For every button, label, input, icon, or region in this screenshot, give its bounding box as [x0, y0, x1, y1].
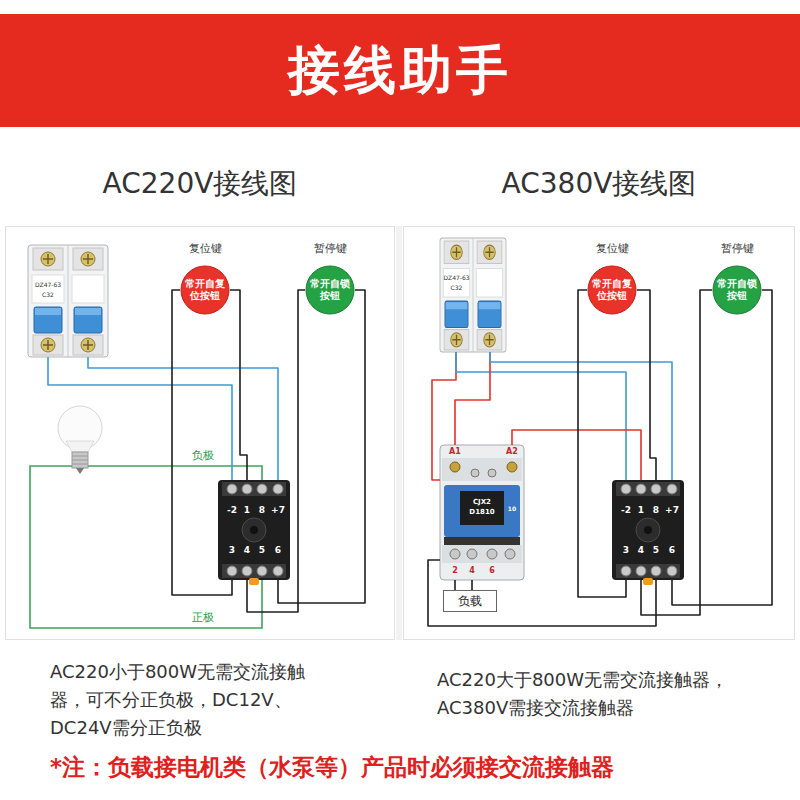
relay-socket: -218+7 3456: [612, 480, 684, 580]
lamp-wire: [30, 466, 262, 628]
pin-number: 3: [619, 544, 633, 557]
relay-socket: -218+7 3456: [218, 480, 290, 580]
terminal-label: 10: [506, 505, 518, 513]
wire: [432, 352, 456, 480]
terminal-label: 6: [486, 565, 498, 576]
warning-note: *注：负载接电机类（水泵等）产品时必须接交流接触器: [50, 752, 614, 782]
terminal-label: A2: [504, 446, 520, 457]
pin-number: 4: [634, 544, 648, 557]
wire: [641, 290, 712, 615]
button-text: 常开自锁按钮: [310, 278, 350, 302]
circuit-breaker: DZ47-63C32: [440, 238, 506, 352]
button-circle: [713, 266, 761, 314]
diagram-panel: AC220V接线图DZ47-63C32复位键常开自复位按钮暂停键常开自锁按钮-2…: [5, 226, 395, 640]
pin-number: 4: [240, 544, 254, 557]
wire: [230, 290, 247, 480]
button-circle: [181, 266, 229, 314]
button-text: 常开自锁按钮: [717, 278, 757, 302]
lamp-tip: [76, 468, 84, 474]
pin-number: 5: [255, 544, 269, 557]
model-text: C32: [32, 291, 64, 299]
pin-number: 6: [271, 544, 285, 557]
wire: [428, 560, 656, 626]
wire: [456, 352, 626, 480]
lamp-thread: [72, 456, 88, 464]
wire: [490, 352, 672, 480]
ac-contactor: A1 A2CJX2D1810 10 246: [440, 445, 524, 580]
terminal-label: 2: [449, 565, 461, 576]
wire: [88, 357, 278, 480]
pin-number: +7: [665, 504, 679, 517]
wire: [578, 290, 626, 597]
lamp-base: [72, 452, 88, 468]
model-text: DZ47-63: [443, 274, 469, 282]
panel-heading: AC220V接线图: [6, 166, 394, 202]
button-text: 常开自复位按钮: [185, 278, 225, 302]
button-text: 复位键: [150, 242, 260, 256]
load-label: 负载: [444, 591, 496, 611]
wire: [512, 430, 641, 480]
button-circle: [306, 266, 354, 314]
model-text: DZ47-63: [32, 281, 64, 289]
polarity-label: 负极: [191, 449, 215, 463]
title-text: 接线助手: [0, 14, 800, 127]
ac-contactor: [440, 445, 524, 580]
polarity-label: 正极: [191, 611, 215, 625]
terminal-label: D1810: [462, 508, 502, 518]
pin-number: 8: [255, 504, 269, 517]
lamp-wire: [88, 466, 262, 480]
pin-number: 3: [225, 544, 239, 557]
button-text: 暂停键: [682, 242, 792, 256]
pin-number: 6: [665, 544, 679, 557]
terminal-label: A1: [447, 446, 463, 457]
circuit-breaker: [28, 245, 108, 357]
terminal-label: 4: [466, 565, 478, 576]
pin-number: -2: [619, 504, 633, 517]
lamp-neck: [66, 441, 94, 452]
button-circle: [588, 266, 636, 314]
wire: [454, 580, 456, 590]
terminal-label: CJX2: [462, 498, 502, 508]
wire: [48, 357, 232, 480]
pin-number: 1: [634, 504, 648, 517]
relay-socket: [612, 480, 684, 585]
wire: [278, 290, 365, 603]
load-box: 负载: [443, 590, 497, 612]
button-text: 常开自复位按钮: [592, 278, 632, 302]
pin-number: 8: [649, 504, 663, 517]
note-text: AC220小于800W无需交流接触器，可不分正负极，DC12V、DC24V需分正…: [50, 658, 334, 742]
wire: [247, 290, 305, 612]
circuit-breaker: [440, 238, 506, 352]
pause-button: 暂停键常开自锁按钮: [305, 265, 355, 315]
diagram-panel: AC380V接线图DZ47-63C32复位键常开自复位按钮暂停键常开自锁按钮A1…: [403, 226, 795, 640]
title-banner: 接线助手: [0, 14, 800, 127]
button-text: 复位键: [557, 242, 667, 256]
pin-number: 1: [240, 504, 254, 517]
wire: [172, 290, 232, 595]
wire: [672, 290, 772, 605]
pin-number: +7: [271, 504, 285, 517]
pause-button: 暂停键常开自锁按钮: [712, 265, 762, 315]
model-text: C32: [443, 284, 469, 292]
reset-button: 复位键常开自复位按钮: [587, 265, 637, 315]
wire: [455, 352, 490, 445]
button-text: 暂停键: [275, 242, 385, 256]
circuit-breaker: DZ47-63C32: [28, 245, 108, 357]
lamp-illustration: [58, 406, 102, 474]
pin-number: -2: [225, 504, 239, 517]
wire: [471, 580, 473, 590]
reset-button: 复位键常开自复位按钮: [180, 265, 230, 315]
note-text: AC220大于800W无需交流接触器，AC380V需接交流接触器: [437, 666, 777, 722]
panel-heading: AC380V接线图: [404, 166, 794, 202]
pin-number: 5: [649, 544, 663, 557]
wire: [637, 290, 656, 480]
relay-socket: [218, 480, 290, 585]
panel-gap: [396, 226, 402, 640]
